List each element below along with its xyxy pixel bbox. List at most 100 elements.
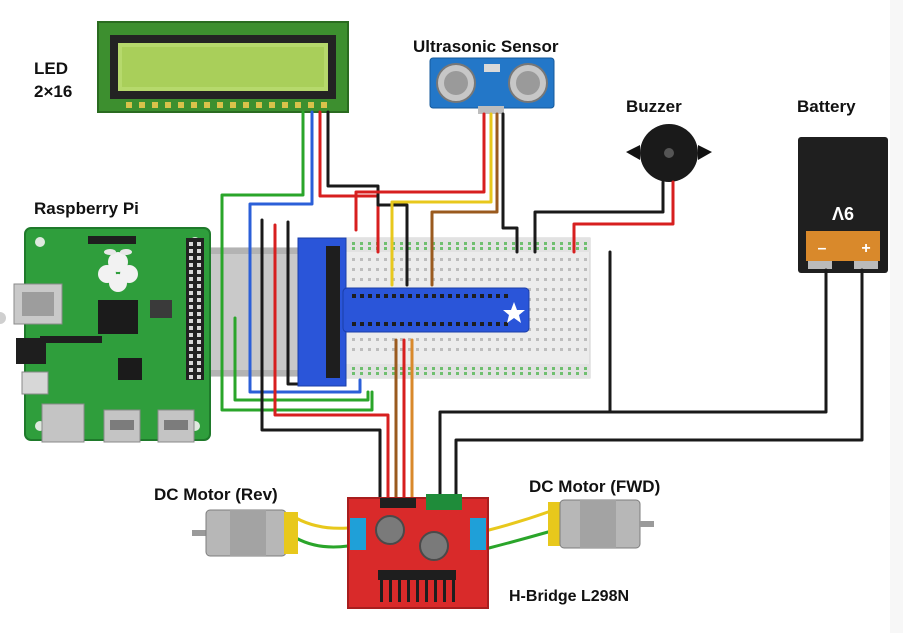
wire-battery-plus bbox=[454, 268, 864, 502]
lcd-pin bbox=[178, 102, 184, 108]
gpio-pin bbox=[197, 263, 201, 267]
breadboard-hole bbox=[560, 298, 563, 301]
breadboard-hole bbox=[568, 308, 571, 311]
breadboard-hole bbox=[544, 328, 547, 331]
breadboard-hole bbox=[520, 268, 523, 271]
gpio-pin bbox=[189, 326, 193, 330]
breadboard-hole bbox=[552, 318, 555, 321]
wires bbox=[220, 110, 864, 550]
breadboard-hole bbox=[392, 367, 395, 370]
breadboard-hole bbox=[464, 268, 467, 271]
breadboard-hole bbox=[408, 247, 411, 250]
gpio-pin bbox=[197, 249, 201, 253]
breadboard-hole bbox=[552, 367, 555, 370]
breadboard-hole bbox=[400, 258, 403, 261]
breadboard-hole bbox=[456, 242, 459, 245]
lcd-pin bbox=[191, 102, 197, 108]
breadboard-hole bbox=[440, 338, 443, 341]
breadboard-hole bbox=[448, 278, 451, 281]
heatsink-fin bbox=[407, 580, 410, 602]
breadboard-hole bbox=[472, 278, 475, 281]
breadboard-hole bbox=[480, 372, 483, 375]
breadboard-hole bbox=[568, 288, 571, 291]
breadboard-hole bbox=[528, 288, 531, 291]
breadboard-hole bbox=[408, 258, 411, 261]
gpio-pin bbox=[189, 291, 193, 295]
breadboard-hole bbox=[480, 348, 483, 351]
breadboard-hole bbox=[416, 247, 419, 250]
gpio-pin bbox=[197, 277, 201, 281]
breadboard-hole bbox=[464, 247, 467, 250]
heatsink-fin bbox=[452, 580, 455, 602]
breadboard-hole bbox=[376, 278, 379, 281]
breadboard-hole bbox=[504, 372, 507, 375]
breadboard-hole bbox=[552, 298, 555, 301]
dc-motor-rev bbox=[192, 509, 298, 557]
label-dc-motor-rev: DC Motor (Rev) bbox=[154, 485, 278, 504]
breadboard-hole bbox=[368, 338, 371, 341]
breadboard-hole bbox=[512, 247, 515, 250]
breadboard-hole bbox=[544, 348, 547, 351]
breadboard-hole bbox=[528, 258, 531, 261]
right-edge-strip bbox=[890, 0, 903, 633]
hat-pin bbox=[384, 322, 388, 326]
wire-sensor-yellow bbox=[390, 112, 493, 287]
breadboard-hole bbox=[560, 328, 563, 331]
lcd-pin bbox=[269, 102, 275, 108]
gpio-pin bbox=[189, 298, 193, 302]
breadboard-hole bbox=[568, 242, 571, 245]
breadboard-hole bbox=[520, 242, 523, 245]
hat-pin bbox=[376, 294, 380, 298]
breadboard-hole bbox=[488, 348, 491, 351]
breadboard-hole bbox=[472, 258, 475, 261]
hat-pin bbox=[384, 294, 388, 298]
breadboard-hole bbox=[384, 242, 387, 245]
breadboard-hole bbox=[568, 328, 571, 331]
gpio-pin bbox=[197, 354, 201, 358]
breadboard-hole bbox=[352, 338, 355, 341]
breadboard-hole bbox=[528, 278, 531, 281]
breadboard-hole bbox=[464, 338, 467, 341]
breadboard-hole bbox=[544, 278, 547, 281]
breadboard-hole bbox=[584, 258, 587, 261]
breadboard-hole bbox=[568, 318, 571, 321]
breadboard-hole bbox=[552, 288, 555, 291]
raspberry-logo-icon bbox=[98, 249, 138, 292]
breadboard-hole bbox=[448, 258, 451, 261]
breadboard-hole bbox=[368, 247, 371, 250]
breadboard-hole bbox=[456, 247, 459, 250]
breadboard-hole bbox=[448, 372, 451, 375]
breadboard-hole bbox=[480, 268, 483, 271]
breadboard-hole bbox=[488, 268, 491, 271]
breadboard-hole bbox=[488, 338, 491, 341]
breadboard-hole bbox=[424, 242, 427, 245]
breadboard-hole bbox=[584, 268, 587, 271]
hat-pin bbox=[392, 322, 396, 326]
wire-lcd-red bbox=[318, 110, 380, 254]
hat-pin bbox=[408, 294, 412, 298]
gpio-pin bbox=[189, 242, 193, 246]
lcd-pin bbox=[256, 102, 262, 108]
breadboard-hole bbox=[360, 242, 363, 245]
hat-pin bbox=[440, 294, 444, 298]
breadboard-hole bbox=[520, 348, 523, 351]
wire-pi-green bbox=[233, 316, 370, 402]
lcd-display bbox=[97, 21, 349, 113]
wire-sensor-red bbox=[354, 112, 486, 232]
wire-motor-fwd-green bbox=[487, 530, 550, 550]
breadboard-hole bbox=[384, 348, 387, 351]
breadboard-hole bbox=[456, 338, 459, 341]
breadboard-hole bbox=[488, 278, 491, 281]
breadboard-hole bbox=[464, 367, 467, 370]
breadboard-hole bbox=[568, 348, 571, 351]
breadboard-hole bbox=[456, 348, 459, 351]
breadboard-hole bbox=[416, 348, 419, 351]
hat-pin bbox=[480, 322, 484, 326]
breadboard-hole bbox=[440, 247, 443, 250]
gpio-pin bbox=[197, 340, 201, 344]
breadboard-hole bbox=[464, 258, 467, 261]
breadboard-hole bbox=[376, 372, 379, 375]
breadboard-hole bbox=[584, 338, 587, 341]
breadboard-hole bbox=[496, 242, 499, 245]
breadboard-hole bbox=[560, 242, 563, 245]
